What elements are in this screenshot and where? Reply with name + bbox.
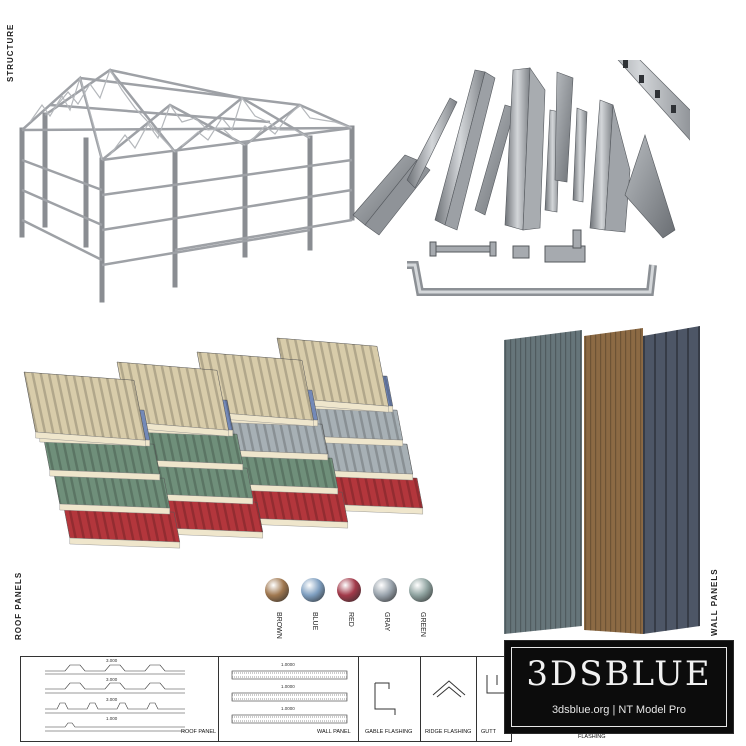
wall-panels-label: WALL PANELS: [710, 568, 719, 636]
gable-flashing-caption: GABLE FLASHING: [365, 729, 413, 735]
roof-panel-stacks: [23, 337, 424, 549]
roof-panel-2-4-ribs: [237, 488, 348, 523]
gable-flashing-drawing: [374, 682, 396, 715]
roof-panel-2-3-ribs: [227, 454, 338, 489]
wall-panel-profiles: [231, 670, 348, 724]
panel-stacks: [23, 337, 424, 549]
swatch-red-label: RED: [347, 612, 354, 627]
swatch-brown-label: BROWN: [275, 612, 282, 639]
roof-panel-0-top-foam-edge: [35, 431, 146, 447]
roof-dim-2: 3.000: [106, 677, 118, 682]
watermark-logo: 3DSBLUE: [526, 654, 712, 694]
roof-panel-0-2-ribs: [44, 440, 160, 475]
watermark-badge: 3DSBLUE 3dsblue.org | NT Model Pro: [504, 640, 734, 734]
ridge-flashing-caption: RIDGE FLASHING: [425, 729, 472, 735]
ridge-flashing-drawing: [432, 680, 466, 698]
roof-panel-0-4-foam-edge: [69, 537, 180, 549]
roof-dim-4: 1.000: [106, 716, 118, 721]
wall-dim-3: 1.0000: [281, 706, 295, 711]
wall-panel-caption: WALL PANEL: [317, 729, 351, 735]
gutter-caption: GUTT: [481, 729, 496, 735]
swatch-green-ball: [409, 578, 433, 602]
wall-panels: [504, 326, 700, 634]
roof-panel-0-4-ribs: [64, 508, 180, 543]
roof-panels-label: ROOF PANELS: [14, 571, 23, 640]
wall-dim-1: 1.0000: [281, 662, 295, 667]
swatch-brown-ball: [265, 578, 289, 602]
roof-panel-profiles: [45, 664, 185, 732]
flashing-components: [352, 60, 690, 296]
roof-panel-2-2-ribs: [217, 420, 328, 455]
steel-frame-structure: [19, 68, 355, 303]
roof-panel-1-top-ribs: [117, 362, 229, 431]
technical-drawings: 3.000 3.000 3.000 1.000 ROOF PANEL 1.000…: [20, 656, 512, 742]
watermark-frame: 3DSBLUE 3dsblue.org | NT Model Pro: [511, 647, 727, 727]
swatch-gray-label: GRAY: [383, 612, 390, 632]
swatch-blue-ball: [301, 578, 325, 602]
roof-dim-1: 3.000: [106, 658, 118, 663]
flashing-caption: FLASHING: [578, 734, 606, 740]
color-swatches: BROWN BLUE RED GRAY GREEN: [265, 578, 450, 648]
roof-panel-0-3-ribs: [54, 474, 170, 509]
roof-panel-1-3-ribs: [147, 464, 253, 499]
roof-panel-1-4-ribs: [157, 498, 263, 533]
swatch-blue-label: BLUE: [311, 612, 318, 631]
swatch-green-label: GREEN: [419, 612, 426, 637]
wall-dim-2: 1.0000: [281, 684, 295, 689]
roof-panel-1-2-ribs: [137, 430, 243, 465]
roof-dim-3: 3.000: [106, 697, 118, 702]
roof-panel-caption: ROOF PANEL: [181, 729, 217, 735]
swatch-gray-ball: [373, 578, 397, 602]
swatch-red-ball: [337, 578, 361, 602]
roof-panel-0-top-ribs: [24, 372, 146, 441]
watermark-subtitle: 3dsblue.org | NT Model Pro: [551, 704, 687, 716]
roof-panel-0-3-foam-edge: [59, 503, 170, 515]
roof-panel-0-2-foam-edge: [49, 469, 160, 481]
